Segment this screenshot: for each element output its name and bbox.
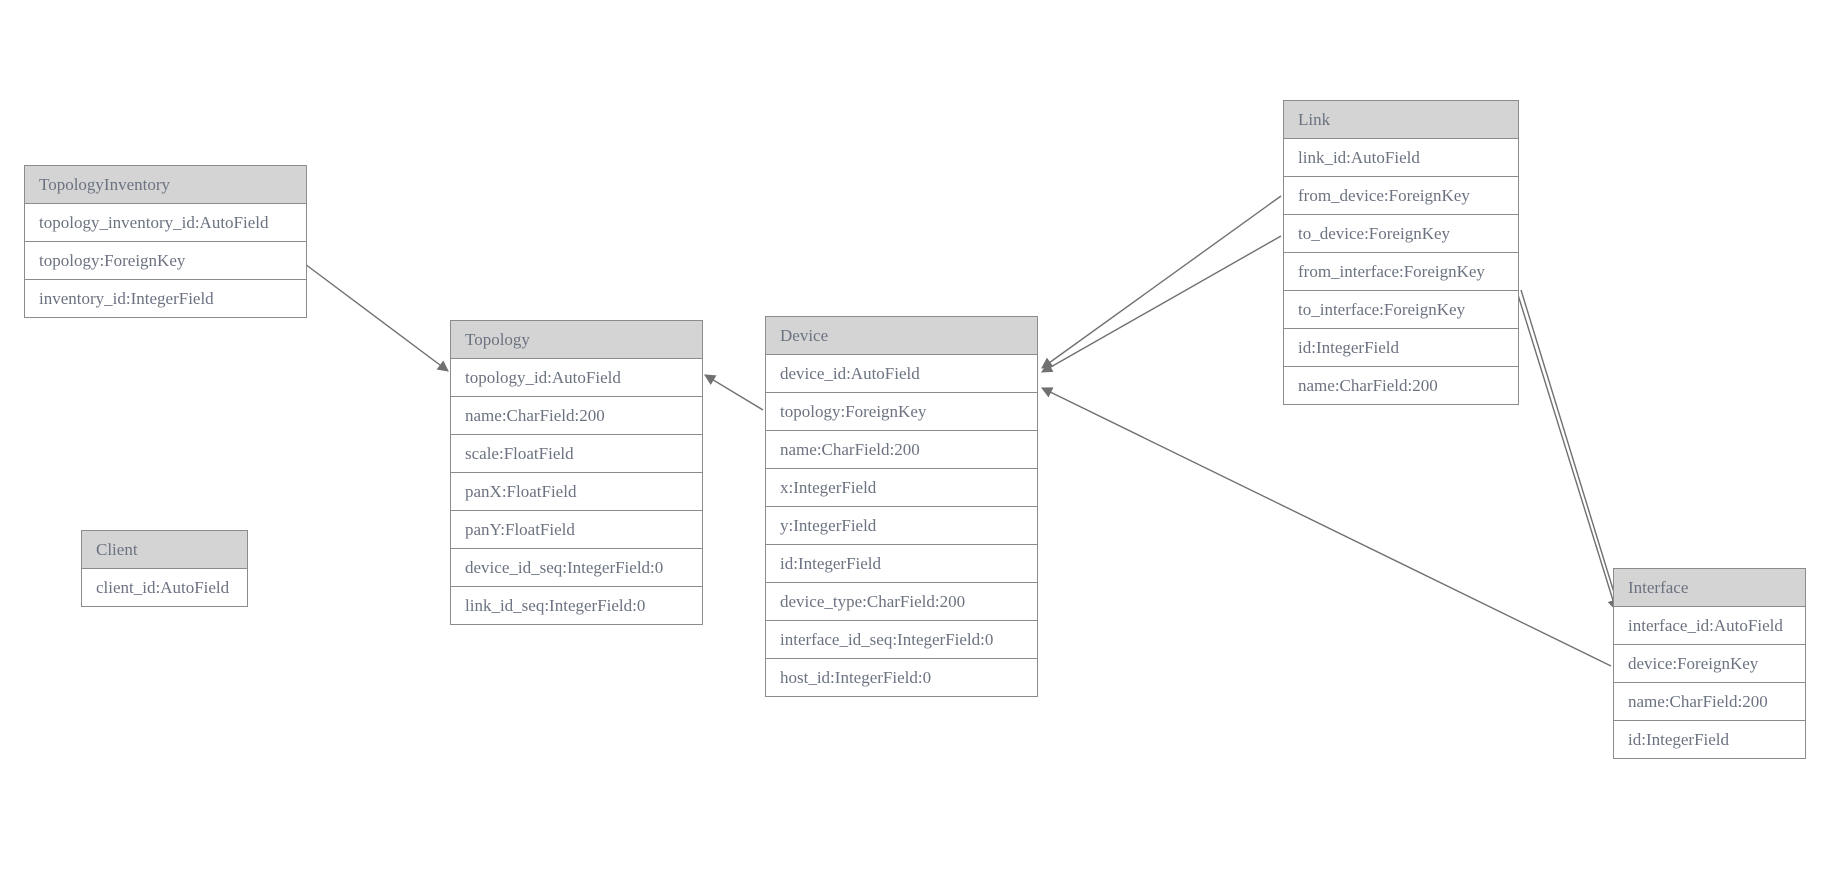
entity-field-row: id:IntegerField <box>766 545 1037 583</box>
entity-field-row: panY:FloatField <box>451 511 702 549</box>
entity-field-row: interface_id:AutoField <box>1614 607 1805 645</box>
entity-field-row: from_interface:ForeignKey <box>1284 253 1518 291</box>
rel-link-from-interface[interactable] <box>1513 281 1619 612</box>
rel-device-topology[interactable] <box>704 374 764 411</box>
entity-title-interface: Interface <box>1614 569 1805 607</box>
entity-field-row: topology:ForeignKey <box>766 393 1037 431</box>
entity-field-row: id:IntegerField <box>1284 329 1518 367</box>
entity-field-row: topology_inventory_id:AutoField <box>25 204 306 242</box>
entity-field-row: from_device:ForeignKey <box>1284 177 1518 215</box>
entity-title-topologyinventory: TopologyInventory <box>25 166 306 204</box>
entity-field-row: to_interface:ForeignKey <box>1284 291 1518 329</box>
entity-field-row: host_id:IntegerField:0 <box>766 659 1037 696</box>
entity-field-row: device_id_seq:IntegerField:0 <box>451 549 702 587</box>
entity-field-row: name:CharField:200 <box>1614 683 1805 721</box>
entity-field-row: name:CharField:200 <box>1284 367 1518 404</box>
entity-field-row: name:CharField:200 <box>451 397 702 435</box>
entity-title-topology: Topology <box>451 321 702 359</box>
entity-title-link: Link <box>1284 101 1518 139</box>
entity-field-row: link_id:AutoField <box>1284 139 1518 177</box>
entity-field-row: scale:FloatField <box>451 435 702 473</box>
rel-link-to-device[interactable] <box>1041 235 1282 373</box>
entity-title-device: Device <box>766 317 1037 355</box>
entity-field-row: topology:ForeignKey <box>25 242 306 280</box>
entity-field-row: topology_id:AutoField <box>451 359 702 397</box>
entity-field-row: device_type:CharField:200 <box>766 583 1037 621</box>
entity-field-row: interface_id_seq:IntegerField:0 <box>766 621 1037 659</box>
entity-field-row: x:IntegerField <box>766 469 1037 507</box>
rel-topologyinventory-topology[interactable] <box>304 263 449 372</box>
entity-title-client: Client <box>82 531 247 569</box>
rel-interface-device[interactable] <box>1040 387 1612 667</box>
entity-field-row: client_id:AutoField <box>82 569 247 606</box>
rel-link-from-device[interactable] <box>1041 195 1282 369</box>
entity-field-row: link_id_seq:IntegerField:0 <box>451 587 702 624</box>
rel-link-to-interface[interactable] <box>1520 289 1623 614</box>
entity-field-row: y:IntegerField <box>766 507 1037 545</box>
entity-field-row: id:IntegerField <box>1614 721 1805 758</box>
entity-field-row: to_device:ForeignKey <box>1284 215 1518 253</box>
entity-field-row: panX:FloatField <box>451 473 702 511</box>
entity-field-row: device:ForeignKey <box>1614 645 1805 683</box>
entity-field-row: name:CharField:200 <box>766 431 1037 469</box>
entity-field-row: inventory_id:IntegerField <box>25 280 306 317</box>
entity-field-row: device_id:AutoField <box>766 355 1037 393</box>
